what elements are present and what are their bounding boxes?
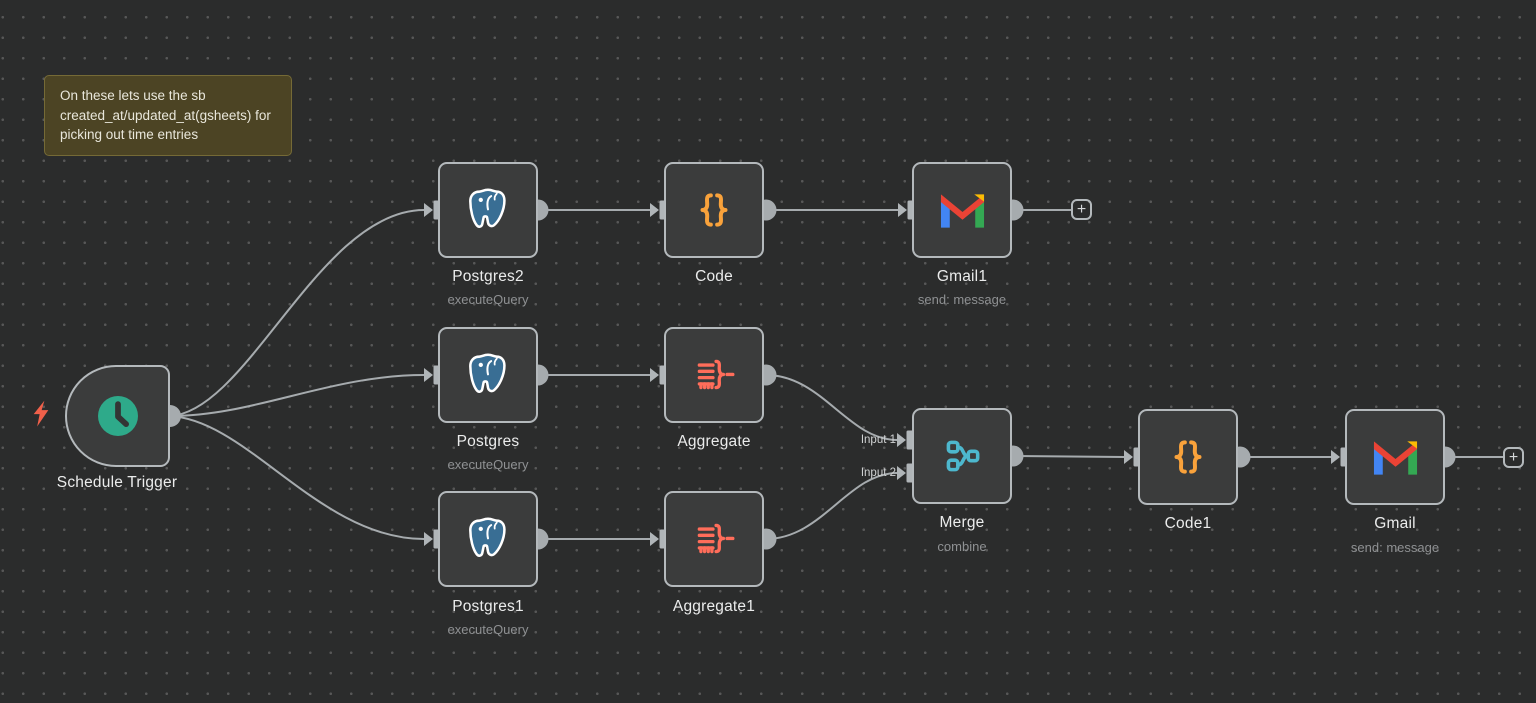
clock-icon bbox=[97, 396, 138, 436]
node-gmail1-subtitle: send: message bbox=[917, 292, 1007, 307]
postgres-icon bbox=[469, 517, 506, 557]
node-gmail1[interactable] bbox=[912, 162, 1012, 258]
node-gmail-subtitle: send: message bbox=[1350, 540, 1440, 555]
plus-icon: + bbox=[1508, 448, 1519, 466]
node-postgres1-label: Postgres1 bbox=[452, 598, 524, 615]
node-merge-label: Merge bbox=[939, 514, 985, 531]
wire-aggregate-to-merge-input1[interactable] bbox=[765, 374, 898, 441]
aggregate-icon bbox=[697, 359, 735, 390]
node-schedule-trigger-label: Schedule Trigger bbox=[56, 474, 178, 491]
node-code[interactable] bbox=[664, 162, 764, 258]
merge-input1-label: Input 1 bbox=[860, 434, 896, 446]
plus-icon: + bbox=[1076, 200, 1087, 218]
wire-merge-to-code1[interactable] bbox=[1012, 455, 1125, 458]
node-aggregate1[interactable] bbox=[664, 491, 764, 587]
node-gmail-label: Gmail bbox=[1374, 515, 1416, 532]
node-postgres2-label: Postgres2 bbox=[452, 268, 524, 285]
node-postgres2[interactable] bbox=[438, 162, 538, 258]
node-merge[interactable] bbox=[912, 408, 1012, 504]
add-node-button[interactable]: + bbox=[1503, 447, 1524, 468]
add-node-button[interactable]: + bbox=[1071, 199, 1092, 220]
wire-aggregate1-to-merge-input2[interactable] bbox=[765, 472, 898, 540]
code-braces-icon bbox=[1174, 440, 1202, 474]
output-ports[interactable] bbox=[159, 199, 1456, 550]
aggregate-icon bbox=[697, 523, 735, 554]
connection-wires bbox=[169, 209, 1504, 540]
merge-input2-label: Input 2 bbox=[860, 467, 896, 479]
node-gmail1-label: Gmail1 bbox=[936, 268, 988, 285]
sticky-note-text: On these lets use the sb created_at/upda… bbox=[60, 88, 271, 142]
gmail-icon bbox=[940, 194, 984, 228]
node-code1-label: Code1 bbox=[1164, 515, 1212, 532]
node-code1[interactable] bbox=[1138, 409, 1238, 505]
node-postgres-label: Postgres bbox=[456, 433, 520, 450]
lightning-bolt-icon bbox=[33, 400, 49, 427]
node-code-label: Code bbox=[695, 268, 733, 285]
gmail-icon bbox=[1373, 441, 1417, 475]
code-braces-icon bbox=[700, 193, 728, 227]
postgres-icon bbox=[469, 353, 506, 393]
node-postgres1-subtitle: executeQuery bbox=[447, 622, 529, 637]
node-postgres-subtitle: executeQuery bbox=[447, 457, 529, 472]
sticky-note[interactable]: On these lets use the sb created_at/upda… bbox=[44, 75, 292, 156]
node-postgres1[interactable] bbox=[438, 491, 538, 587]
wire-schedule-to-postgres2[interactable] bbox=[169, 209, 425, 417]
node-postgres[interactable] bbox=[438, 327, 538, 423]
node-schedule-trigger[interactable] bbox=[65, 365, 170, 467]
merge-icon bbox=[946, 440, 980, 472]
wire-schedule-to-postgres1[interactable] bbox=[169, 415, 425, 540]
node-aggregate-label: Aggregate bbox=[677, 433, 751, 450]
node-merge-subtitle: combine bbox=[937, 539, 987, 554]
node-aggregate1-label: Aggregate1 bbox=[672, 598, 756, 615]
node-gmail[interactable] bbox=[1345, 409, 1445, 505]
postgres-icon bbox=[469, 188, 506, 228]
wire-schedule-to-postgres[interactable] bbox=[169, 374, 425, 417]
node-aggregate[interactable] bbox=[664, 327, 764, 423]
node-postgres2-subtitle: executeQuery bbox=[447, 292, 529, 307]
